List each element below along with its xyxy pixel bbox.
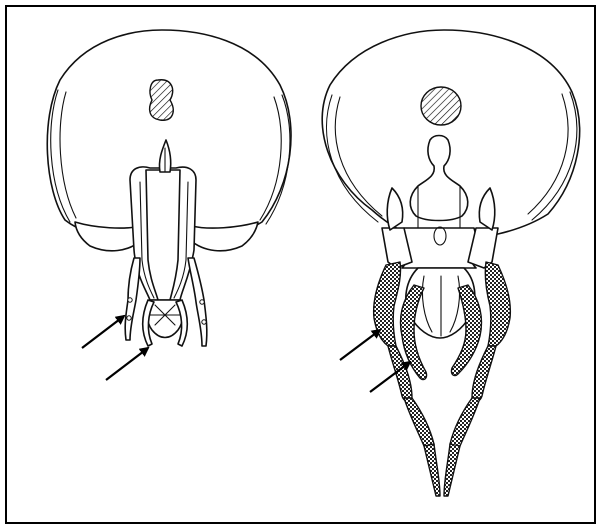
right-maxillary-palp-left [374,262,401,346]
left-ocellus [150,80,174,120]
right-head [322,30,579,496]
left-arrow-upper [82,316,124,348]
right-maxillary-palp-right [485,262,510,346]
left-head [47,30,291,346]
right-arrow-upper [340,330,380,360]
left-maxillary-palp-left [125,258,140,340]
right-ocellus [421,87,461,125]
left-arrow-lower [106,348,148,380]
